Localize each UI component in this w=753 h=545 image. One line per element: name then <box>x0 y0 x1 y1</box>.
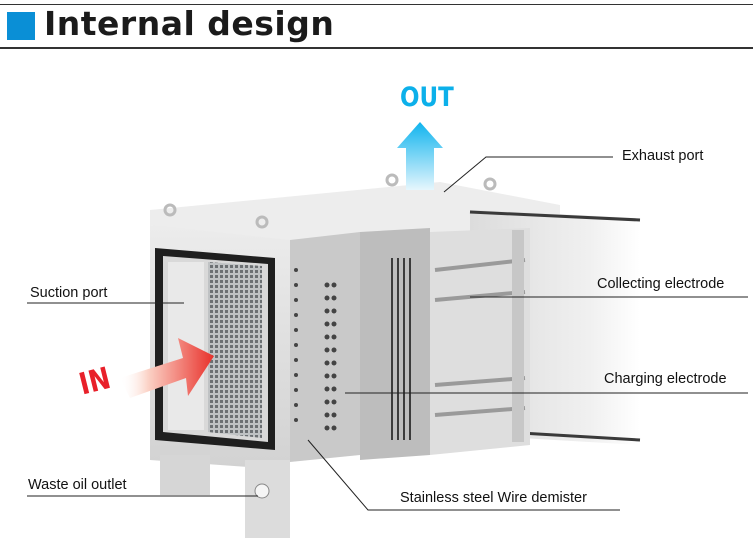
out-label: OUT <box>400 82 454 113</box>
charging-electrode-cell <box>360 228 430 460</box>
callout-exhaust-port: Exhaust port <box>622 148 704 164</box>
callout-charging-electrode: Charging electrode <box>604 371 727 387</box>
title-accent-square <box>7 12 35 40</box>
callout-wire-demister: Stainless steel Wire demister <box>400 490 587 506</box>
collecting-electrode-cell <box>430 228 530 455</box>
callout-suction-port: Suction port <box>30 285 108 301</box>
leader-wire-demister <box>307 439 620 511</box>
left-leg <box>160 455 210 495</box>
in-arrow <box>120 338 214 398</box>
top-rule <box>0 4 753 5</box>
wire-demister <box>290 232 360 462</box>
out-arrow <box>397 122 443 190</box>
leader-exhaust-port <box>443 156 613 193</box>
waste-oil-outlet-pipe <box>254 483 270 499</box>
suction-mesh <box>208 262 262 438</box>
page-title: Internal design <box>44 4 335 43</box>
callout-waste-oil-outlet: Waste oil outlet <box>28 477 127 493</box>
title-underline <box>0 47 753 49</box>
housing-top <box>150 182 560 245</box>
callout-collecting-electrode: Collecting electrode <box>597 276 725 292</box>
front-leg <box>245 460 290 538</box>
